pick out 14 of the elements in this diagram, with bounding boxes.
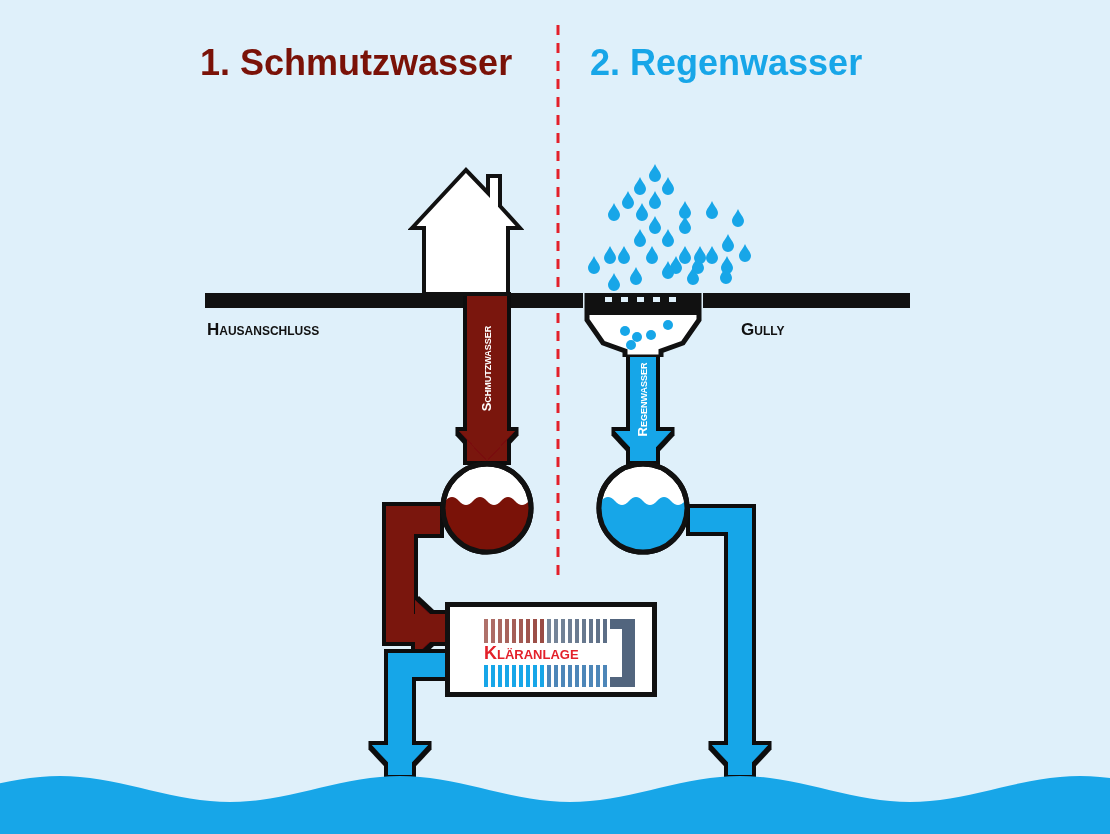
house-icon: [408, 166, 524, 296]
pipe-arrow: [690, 508, 768, 775]
section-heading: 1. Schmutzwasser: [200, 42, 513, 84]
connection-label: Hausanschluss: [207, 320, 320, 340]
pipe-arrow: [386, 506, 445, 656]
section-heading: 2. Regenwasser: [590, 42, 863, 84]
tank-circle: [440, 461, 534, 555]
river-wave-drawing: [0, 775, 1110, 834]
gully-label: Gully: [741, 320, 785, 340]
plant-label: Kläranlage: [484, 643, 579, 663]
tank-circle: [596, 461, 690, 555]
edge-label: Regenwasser: [635, 362, 651, 436]
edge-label: Schmutzwasser: [479, 325, 495, 412]
pipe-arrow: [372, 653, 445, 775]
